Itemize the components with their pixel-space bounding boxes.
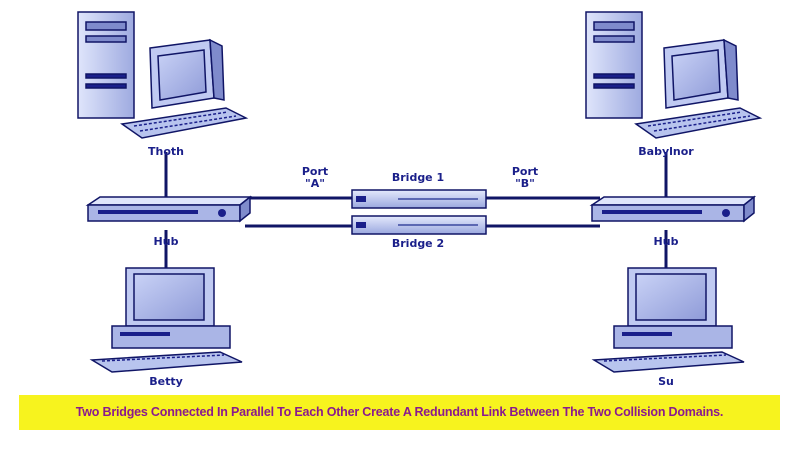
label-port-a-line1: Port (301, 165, 329, 178)
label-hub-right: Hub (653, 235, 679, 248)
label-betty: Betty (149, 375, 183, 388)
workstation-babylnor (585, 11, 763, 139)
caption-text: Two Bridges Connected In Parallel To Eac… (75, 405, 724, 419)
label-port-a-line2: "A" (305, 177, 325, 190)
bridge-1 (351, 189, 487, 209)
workstation-betty (89, 267, 243, 373)
workstation-su (591, 267, 745, 373)
label-bridge-1: Bridge 1 (391, 171, 445, 184)
workstation-thoth (77, 11, 249, 139)
label-port-b-line1: Port (511, 165, 539, 178)
label-bridge-2: Bridge 2 (391, 237, 445, 250)
bridge-2 (351, 215, 487, 235)
caption-bar: Two Bridges Connected In Parallel To Eac… (19, 395, 780, 430)
label-port-b-line2: "B" (515, 177, 535, 190)
label-hub-left: Hub (153, 235, 179, 248)
label-thoth: Thoth (148, 145, 184, 158)
label-su: Su (658, 375, 674, 388)
hub-right (589, 195, 757, 223)
links (164, 152, 668, 268)
hub-left (85, 195, 253, 223)
label-babylnor: Babylnor (638, 145, 694, 158)
